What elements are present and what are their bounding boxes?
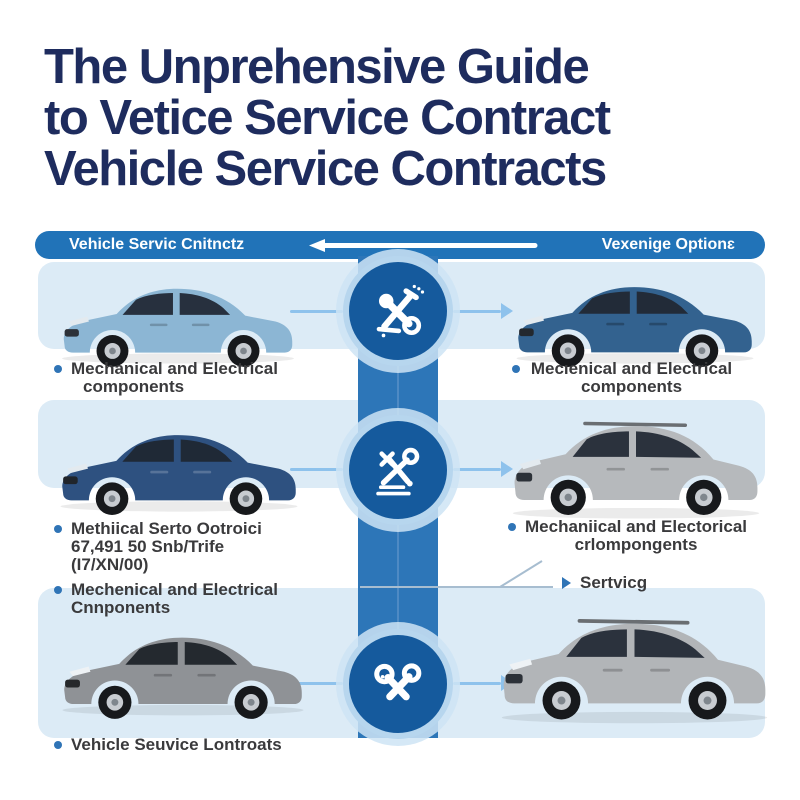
row1-left-bullets: Mechanical and Electrical components	[54, 360, 278, 403]
bullet-dot-icon	[508, 523, 516, 531]
crossed-wrench-key-icon	[376, 284, 425, 338]
row3-right-car-suv	[501, 618, 768, 724]
row2-right-connector	[453, 468, 501, 471]
row3-left-connector	[290, 682, 343, 685]
list-item: Mechanical and Electrical components	[54, 360, 278, 396]
row1-left-connector	[290, 310, 343, 313]
bullet-line: 67,491 50 Snb/Trife	[71, 537, 225, 556]
bullet-line: components	[580, 377, 683, 396]
row1-right-connector	[453, 310, 501, 313]
row3-icon-circle	[343, 629, 453, 739]
list-item: Methiical Serto Ootroici 67,491 50 Snb/T…	[54, 520, 278, 574]
row1-right-bullets: Mecıenical and Electrical components	[512, 360, 734, 403]
row3-left-bullets: Vehicle Seuvice Lontroats	[54, 736, 282, 761]
bullet-line: Mechaniical and Electorical	[525, 517, 748, 536]
bullet-line: (I7/XN/00)	[71, 555, 149, 574]
row2-left-bullets: Methiical Serto Ootroici 67,491 50 Snb/T…	[54, 520, 278, 624]
bullet-line: components	[83, 377, 185, 396]
list-item: Sertvicg	[562, 574, 647, 592]
row3-left-car-sedan	[62, 637, 304, 719]
bullet-line: Mechanical and Electrical	[71, 359, 278, 378]
header-bar: Vehicle Servic Cnitnctz Vexenige Optionɛ	[35, 231, 765, 259]
tools-on-platform-icon	[376, 447, 420, 496]
row1-left-car-sedan	[62, 288, 294, 367]
bullet-triangle-icon	[562, 577, 571, 589]
header-right-label: Vexenige Optionɛ	[601, 236, 735, 253]
page-title: The Unprehensive Guide to Vetice Service…	[44, 42, 764, 195]
crossed-ring-tools-icon	[374, 663, 422, 701]
row1-arrow-right-icon	[501, 303, 513, 319]
row1-right-car-sedan	[516, 287, 754, 367]
title-line-2: to Vetice Service Contract	[44, 91, 611, 145]
list-item: Mechaniical and Electorical crlompongent…	[508, 518, 747, 554]
row2-icon-circle	[343, 415, 453, 525]
bullet-line: Vehicle Seuvice Lontroats	[71, 735, 282, 754]
list-item: Mecıenical and Electrical components	[512, 360, 734, 396]
row2-servicing-bullet: Sertvicg	[562, 574, 647, 599]
servicing-connector-line	[360, 560, 553, 588]
row2-left-car-sedan	[60, 435, 298, 515]
row2-right-car-suv	[512, 421, 760, 519]
bullet-dot-icon	[54, 525, 62, 533]
row2-left-connector	[290, 468, 343, 471]
row1-icon-circle	[343, 256, 453, 366]
row2-right-bullets: Mechaniical and Electorical crlompongent…	[508, 518, 747, 561]
bullet-line: Mechenical and Electrical	[71, 580, 278, 599]
list-item: Vehicle Seuvice Lontroats	[54, 736, 282, 754]
title-line-3: Vehicle Service Contracts	[44, 142, 607, 196]
bullet-dot-icon	[54, 365, 62, 373]
left-arrow-icon	[309, 239, 538, 252]
bullet-dot-icon	[512, 365, 520, 373]
bullet-line: crlompongents	[574, 535, 698, 554]
list-item: Mechenical and Electrical Cnnponents	[54, 581, 278, 617]
bullet-line: Mecıenical and Electrical	[530, 359, 733, 378]
bullet-dot-icon	[54, 741, 62, 749]
header-left-label: Vehicle Servic Cnitnctz	[69, 236, 245, 253]
bullet-line: Sertvicg	[580, 573, 648, 592]
bullet-line: Cnnponents	[71, 598, 171, 617]
row2-arrow-right-icon	[501, 461, 513, 477]
title-line-1: The Unprehensive Guide	[44, 40, 590, 94]
row3-right-connector	[453, 682, 501, 685]
bullet-line: Methiical Serto Ootroici	[71, 519, 262, 538]
bullet-dot-icon	[54, 586, 62, 594]
